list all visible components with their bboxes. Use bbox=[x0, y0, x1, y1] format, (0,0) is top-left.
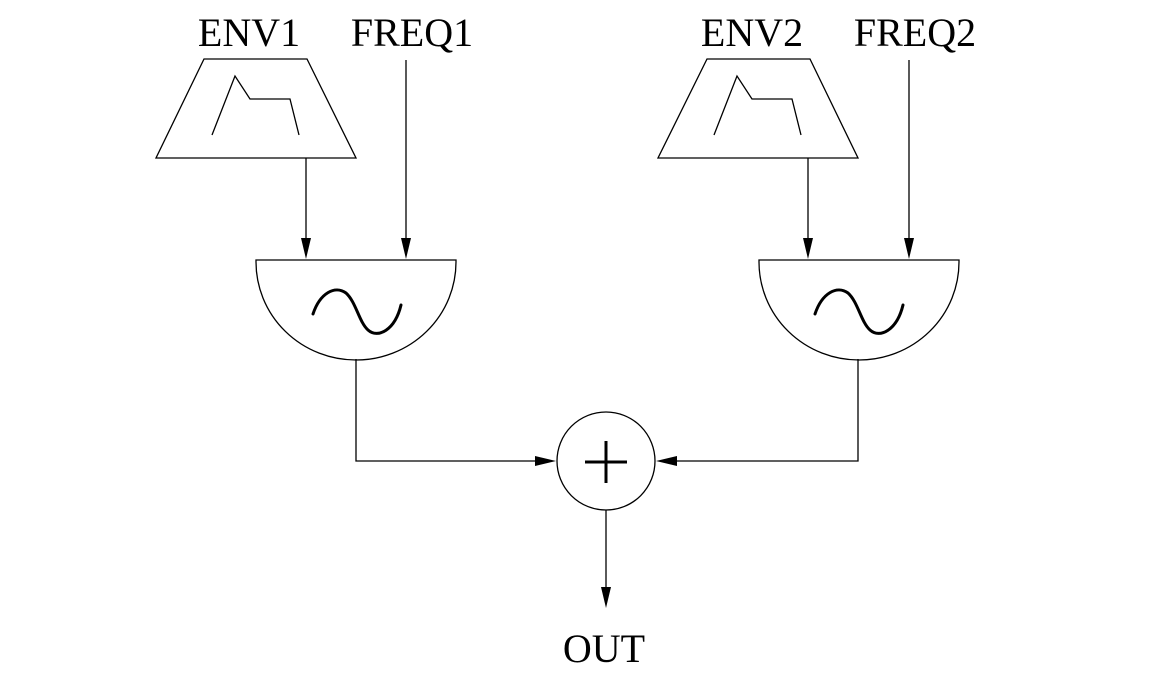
arrowhead bbox=[656, 456, 677, 466]
out-label: OUT bbox=[563, 626, 645, 671]
oscillator-1-shape bbox=[255, 259, 457, 361]
connection-env2-to-osc2 bbox=[803, 158, 813, 259]
freq1-label: FREQ1 bbox=[351, 10, 473, 55]
arrowhead bbox=[401, 238, 411, 259]
connection-osc1-to-adder bbox=[355, 359, 556, 466]
oscillator-2-block bbox=[758, 259, 960, 361]
envelope-2-trapezoid bbox=[656, 58, 860, 159]
arrowhead bbox=[601, 587, 611, 608]
oscillator-1-block bbox=[255, 259, 457, 361]
env1-label: ENV1 bbox=[198, 10, 300, 55]
envelope-2-block bbox=[656, 58, 860, 159]
oscillator-2-shape bbox=[758, 259, 960, 361]
envelope-1-trapezoid bbox=[154, 58, 358, 159]
connection-freq2-to-osc2 bbox=[904, 60, 914, 259]
arrowhead bbox=[904, 238, 914, 259]
sine-wave-icon bbox=[813, 288, 905, 335]
connection-env1-to-osc1 bbox=[301, 158, 311, 259]
adsr-envelope-icon bbox=[211, 74, 300, 136]
env2-label: ENV2 bbox=[701, 10, 803, 55]
sine-wave-icon bbox=[311, 288, 403, 335]
adsr-envelope-icon bbox=[713, 74, 802, 136]
arrowhead bbox=[803, 238, 813, 259]
arrowhead bbox=[535, 456, 556, 466]
adder-block bbox=[556, 411, 656, 511]
connection-osc2-to-adder bbox=[656, 359, 859, 466]
envelope-1-block bbox=[154, 58, 358, 159]
connection-adder-to-out bbox=[601, 510, 611, 608]
connection-freq1-to-osc1 bbox=[401, 60, 411, 259]
freq2-label: FREQ2 bbox=[854, 10, 976, 55]
arrowhead bbox=[301, 238, 311, 259]
